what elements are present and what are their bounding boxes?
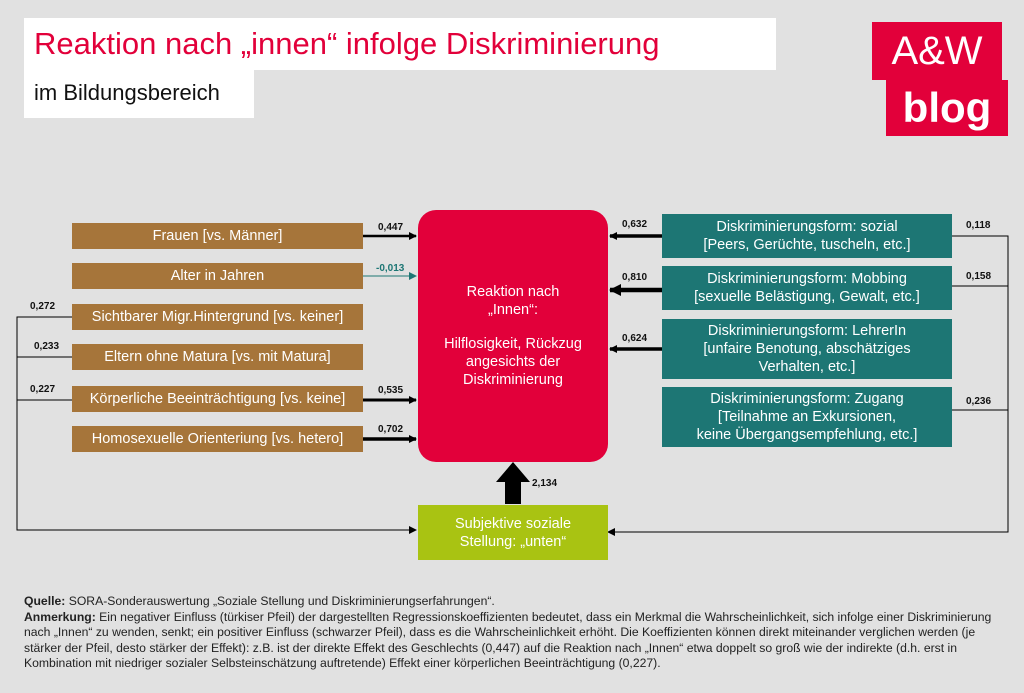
lehrerin-line-1: Diskriminierungsform: LehrerIn bbox=[707, 323, 907, 339]
status-line-1: Subjektive soziale bbox=[454, 515, 572, 532]
zugang-line-1: Diskriminierungsform: Zugang bbox=[710, 391, 904, 407]
mobbing-line-1: Diskriminierungsform: Mobbing bbox=[707, 271, 907, 287]
note-label: Anmerkung: bbox=[24, 609, 96, 624]
coef-alter: -0,013 bbox=[376, 263, 405, 274]
zugang-line-3: keine Übergangsempfehlung, etc.] bbox=[696, 427, 918, 443]
title-background bbox=[24, 18, 776, 70]
coef-eltern-status: 0,233 bbox=[34, 341, 60, 352]
coef-migration-status: 0,272 bbox=[30, 301, 56, 312]
status-line-2: Stellung: „unten“ bbox=[459, 533, 567, 550]
factor-alter: Alter in Jahren bbox=[72, 263, 363, 289]
zugang-line-2: [Teilnahme an Exkursionen, bbox=[717, 409, 897, 425]
factor-beeintraechtigung: Körperliche Beeinträchtigung [vs. keine] bbox=[72, 386, 363, 412]
path-migration-status bbox=[16, 316, 416, 531]
coef-beeintraechtigung-status: 0,227 bbox=[30, 384, 56, 395]
status-subjektive-stellung: Subjektive soziale Stellung: „unten“ bbox=[418, 505, 608, 560]
coef-frauen: 0,447 bbox=[378, 222, 404, 233]
logo-aw[interactable]: A&W bbox=[872, 22, 1002, 80]
factor-frauen: Frauen [vs. Männer] bbox=[72, 223, 363, 249]
page-subtitle: im Bildungsbereich bbox=[34, 80, 220, 105]
footer-source: Quelle: SORA-Sonderauswertung „Soziale S… bbox=[24, 594, 1004, 610]
factor-diskriminierung-lehrerin: Diskriminierungsform: LehrerIn [unfaire … bbox=[662, 319, 952, 379]
coef-status-center: 2,134 bbox=[532, 478, 558, 489]
lehrerin-line-3: Verhalten, etc.] bbox=[758, 359, 856, 375]
coef-mobbing-status: 0,158 bbox=[966, 271, 992, 282]
page-title: Reaktion nach „innen“ infolge Diskrimini… bbox=[34, 26, 660, 61]
arrow-status-center bbox=[496, 462, 530, 504]
factor-diskriminierung-sozial: Diskriminierungsform: sozial [Peers, Ger… bbox=[662, 214, 952, 258]
source-text: SORA-Sonderauswertung „Soziale Stellung … bbox=[68, 594, 495, 608]
coef-sozial-status: 0,118 bbox=[966, 220, 991, 231]
coef-homosexuell: 0,702 bbox=[378, 424, 404, 435]
center-line-4: angesichts der bbox=[465, 354, 561, 370]
mobbing-line-2: [sexuelle Belästigung, Gewalt, etc.] bbox=[694, 289, 920, 305]
factor-migrationshintergrund: Sichtbarer Migr.Hintergrund [vs. keiner] bbox=[72, 304, 363, 330]
center-line-2: „Innen“: bbox=[488, 302, 538, 318]
path-sozial-status bbox=[608, 235, 1009, 533]
coef-beeintraechtigung: 0,535 bbox=[378, 385, 404, 396]
coef-sozial: 0,632 bbox=[622, 219, 648, 230]
subtitle-background bbox=[24, 70, 254, 118]
factor-homosexuell: Homosexuelle Orienteriung [vs. hetero] bbox=[72, 426, 363, 452]
coef-mobbing: 0,810 bbox=[622, 272, 648, 283]
sozial-line-2: [Peers, Gerüchte, tuscheln, etc.] bbox=[703, 237, 911, 253]
center-line-5: Diskriminierung bbox=[463, 372, 563, 388]
factor-eltern-matura: Eltern ohne Matura [vs. mit Matura] bbox=[72, 344, 363, 370]
footer-note: Anmerkung: Ein negativer Einfluss (türki… bbox=[24, 610, 1004, 672]
center-line-1: Reaktion nach bbox=[466, 284, 560, 300]
factor-diskriminierung-mobbing: Diskriminierungsform: Mobbing [sexuelle … bbox=[662, 266, 952, 310]
coef-lehrerin: 0,624 bbox=[622, 333, 648, 344]
source-label: Quelle: bbox=[24, 594, 66, 608]
note-text: Ein negativer Einfluss (türkiser Pfeil) … bbox=[24, 609, 992, 671]
lehrerin-line-2: [unfaire Benotung, abschätziges bbox=[703, 341, 911, 357]
center-reaktion-innen: Reaktion nach „Innen“: Hilflosigkeit, Rü… bbox=[418, 210, 608, 462]
footer-notes: Quelle: SORA-Sonderauswertung „Soziale S… bbox=[24, 594, 1004, 672]
logo-blog[interactable]: blog bbox=[886, 80, 1008, 136]
coef-zugang-status: 0,236 bbox=[966, 396, 992, 407]
factor-diskriminierung-zugang: Diskriminierungsform: Zugang [Teilnahme … bbox=[662, 387, 952, 447]
center-line-3: Hilflosigkeit, Rückzug bbox=[444, 336, 582, 352]
sozial-line-1: Diskriminierungsform: sozial bbox=[716, 219, 898, 235]
